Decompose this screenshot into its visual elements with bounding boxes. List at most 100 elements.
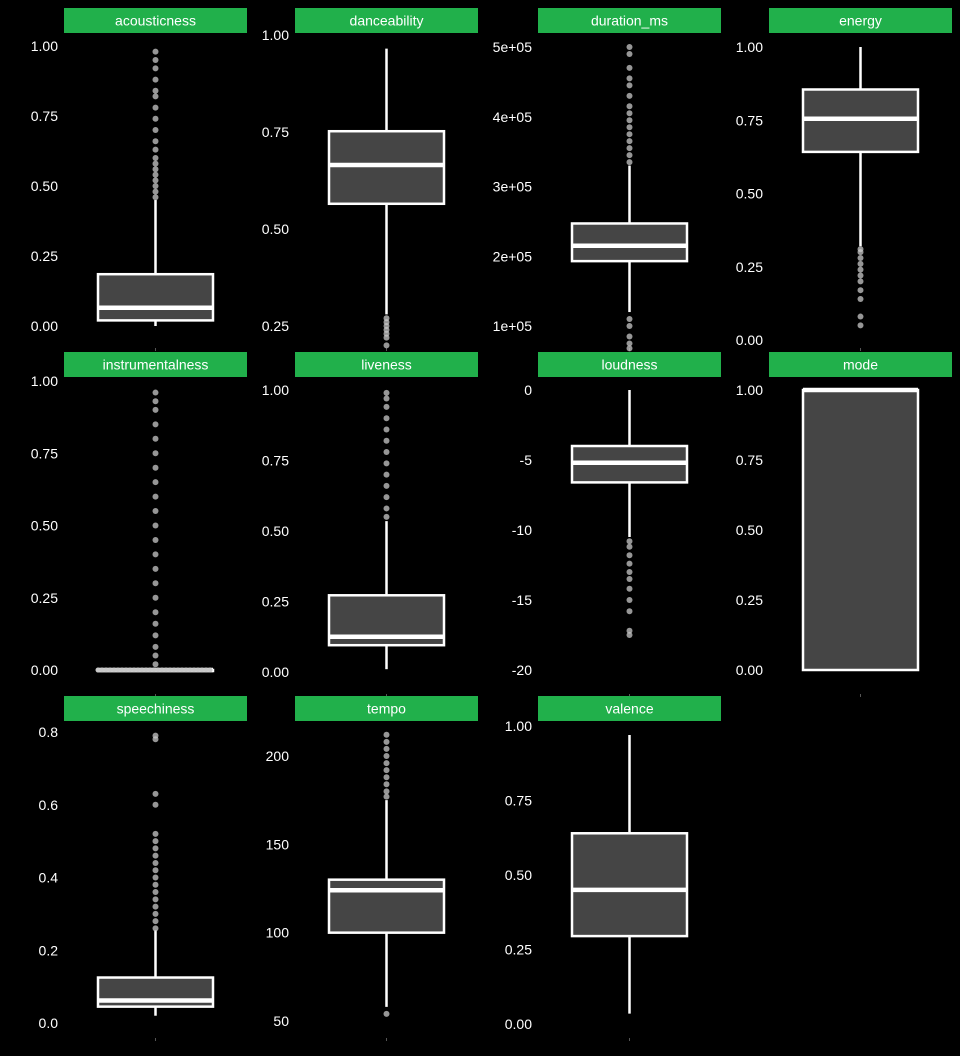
outlier-point [857,295,864,302]
y-tick-label: 0.00 [505,1016,532,1032]
box-iqr [570,832,689,938]
outlier-point [152,918,159,925]
outlier-point [383,494,390,501]
outlier-point [383,334,390,341]
outlier-point [152,867,159,874]
outlier-point [152,183,159,189]
strip-liveness [295,352,478,377]
outlier-point [626,82,633,89]
outlier-point [626,333,633,340]
outlier-point [626,323,633,329]
outlier-point [383,389,390,396]
outlier-point [857,254,864,261]
outlier-point [152,580,159,587]
outlier-point [383,426,390,433]
outlier-point [152,522,159,529]
y-tick-label: 0.25 [262,594,289,610]
y-tick-label: 1e+05 [493,318,533,334]
y-tick-label: 1.00 [262,27,289,43]
outlier-point [152,450,159,457]
y-tick-label: 150 [266,836,290,852]
outlier-point [115,667,121,673]
strip-label: acousticness [115,13,196,29]
outlier-point [626,110,633,117]
outlier-point [383,460,390,467]
outlier-point [152,57,159,63]
y-tick-label: 0.00 [736,332,763,348]
outlier-point [383,774,390,781]
outlier-point [163,667,169,673]
strip-instrumentalness [64,352,247,377]
outlier-point [175,667,181,673]
outlier-point [626,64,633,71]
y-tick-label: 0.8 [39,724,59,740]
outlier-point [152,801,159,808]
outlier-point [152,464,159,471]
strip-mode [769,352,952,377]
outlier-point [171,667,177,673]
outlier-point [152,903,159,910]
y-tick-label: 0.75 [31,108,58,124]
outlier-point [152,406,159,413]
outlier-point [152,48,159,55]
outlier-point [191,667,197,673]
outlier-point [383,753,390,759]
outlier-point [626,50,633,57]
outlier-point [179,667,185,673]
outlier-point [152,177,159,184]
strip-label: loudness [601,357,657,373]
outlier-point [626,552,633,559]
y-tick-label: 0.75 [505,793,532,809]
outlier-point [152,845,159,852]
y-tick-label: 100 [266,925,290,941]
outlier-point [155,667,161,673]
outlier-point [152,171,159,178]
outlier-point [152,594,159,601]
outlier-point [152,910,159,917]
outlier-point [383,403,390,410]
strip-label: danceability [350,13,424,29]
y-tick-label: 1.00 [736,382,763,398]
outlier-point [127,667,133,673]
outlier-point [152,127,159,133]
y-tick-label: 0.00 [262,664,289,680]
outlier-point [103,667,109,673]
y-tick-label: 0.00 [31,662,58,678]
box-iqr [801,388,920,672]
y-tick-label: 0.4 [39,870,59,886]
outlier-point [187,667,193,673]
y-tick-label: 0.50 [736,186,763,202]
outlier-point [167,667,173,673]
y-tick-label: 0.6 [39,797,59,813]
outlier-point [383,482,390,489]
y-tick-label: 0 [524,382,532,398]
outlier-point [159,667,165,673]
outlier-point [152,435,159,442]
strip-loudness [538,352,721,377]
y-tick-label: 0.0 [39,1015,59,1031]
outlier-point [626,159,633,166]
outlier-point [383,395,390,402]
outlier-point [152,652,159,659]
y-tick-label: 0.00 [31,318,58,334]
outlier-point [152,194,159,201]
outlier-point [152,398,159,405]
outlier-point [626,75,633,82]
outlier-point [152,609,159,616]
outlier-point [383,513,390,520]
outlier-point [626,103,633,110]
strip-tempo [295,696,478,721]
outlier-point [383,731,390,738]
outlier-point [152,76,159,83]
strip-duration_ms [538,8,721,33]
outlier-point [152,874,159,881]
strip-speechiness [64,696,247,721]
outlier-point [207,667,213,673]
y-tick-label: 1.00 [31,373,58,389]
outlier-point [626,576,633,582]
